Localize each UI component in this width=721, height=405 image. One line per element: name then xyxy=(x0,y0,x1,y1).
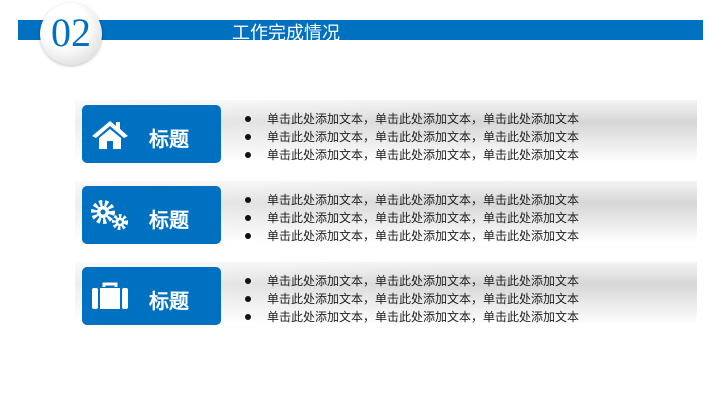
list-item[interactable]: 单击此处添加文本，单击此处添加文本，单击此处添加文本 xyxy=(245,209,579,227)
list-item[interactable]: 单击此处添加文本，单击此处添加文本，单击此处添加文本 xyxy=(245,290,579,308)
header-bar xyxy=(18,20,703,40)
section-number-badge: 02 xyxy=(40,3,102,65)
home-icon xyxy=(92,121,128,149)
section-card-3: 标题 单击此处添加文本，单击此处添加文本，单击此处添加文本 单击此处添加文本，单… xyxy=(75,262,697,325)
list-item[interactable]: 单击此处添加文本，单击此处添加文本，单击此处添加文本 xyxy=(245,128,579,146)
section-title: 工作完成情况 xyxy=(232,23,340,42)
section-card-1: 标题 单击此处添加文本，单击此处添加文本，单击此处添加文本 单击此处添加文本，单… xyxy=(75,100,697,163)
bullet-list: 单击此处添加文本，单击此处添加文本，单击此处添加文本 单击此处添加文本，单击此处… xyxy=(245,191,579,245)
list-item[interactable]: 单击此处添加文本，单击此处添加文本，单击此处添加文本 xyxy=(245,308,579,326)
bullet-list: 单击此处添加文本，单击此处添加文本，单击此处添加文本 单击此处添加文本，单击此处… xyxy=(245,110,579,164)
list-item[interactable]: 单击此处添加文本，单击此处添加文本，单击此处添加文本 xyxy=(245,227,579,245)
section-label-box[interactable]: 标题 xyxy=(82,186,221,244)
section-label: 标题 xyxy=(149,127,189,151)
section-label: 标题 xyxy=(149,208,189,232)
list-item[interactable]: 单击此处添加文本，单击此处添加文本，单击此处添加文本 xyxy=(245,146,579,164)
list-item[interactable]: 单击此处添加文本，单击此处添加文本，单击此处添加文本 xyxy=(245,110,579,128)
section-card-2: 标题 单击此处添加文本，单击此处添加文本，单击此处添加文本 单击此处添加文本，单… xyxy=(75,181,697,244)
section-label: 标题 xyxy=(149,289,189,313)
section-label-box[interactable]: 标题 xyxy=(82,105,221,163)
bullet-list: 单击此处添加文本，单击此处添加文本，单击此处添加文本 单击此处添加文本，单击此处… xyxy=(245,272,579,326)
list-item[interactable]: 单击此处添加文本，单击此处添加文本，单击此处添加文本 xyxy=(245,272,579,290)
briefcase-icon xyxy=(92,282,128,309)
list-item[interactable]: 单击此处添加文本，单击此处添加文本，单击此处添加文本 xyxy=(245,191,579,209)
section-label-box[interactable]: 标题 xyxy=(82,267,221,325)
gears-icon xyxy=(91,200,128,230)
